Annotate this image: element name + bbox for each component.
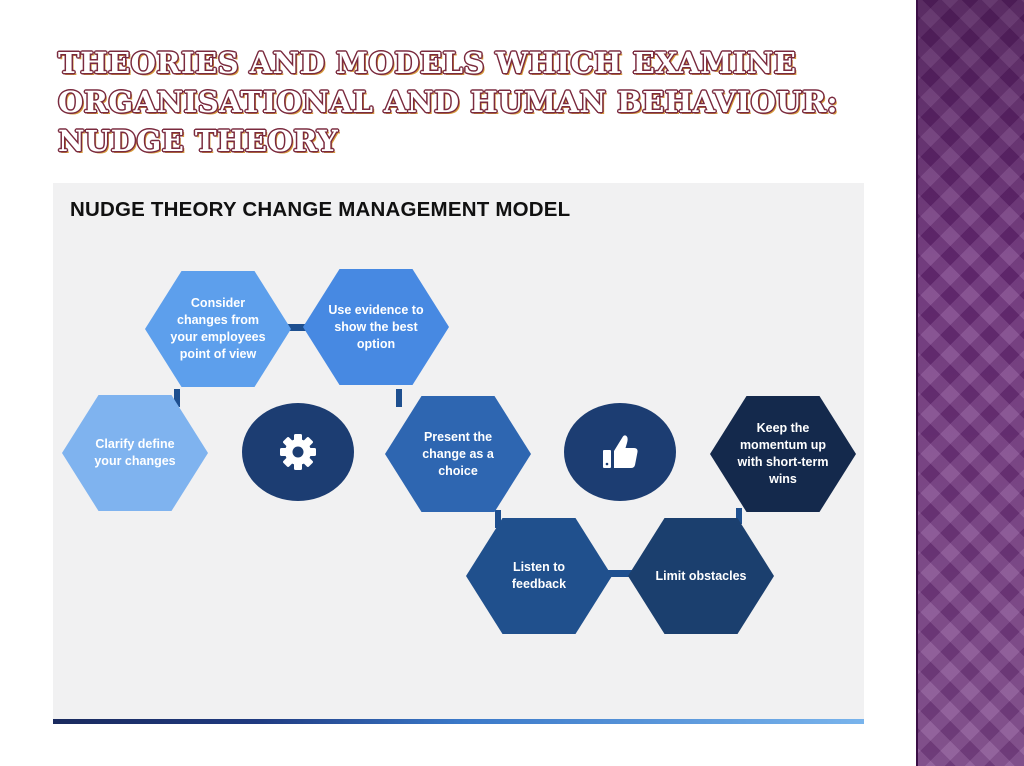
step-label: Consider changes from your employees poi…: [170, 296, 266, 361]
diagram-title: NUDGE THEORY CHANGE MANAGEMENT MODEL: [70, 198, 571, 221]
step-consider-employee-view: Consider changes from your employees poi…: [145, 271, 291, 387]
connector-3-4: [396, 389, 402, 407]
slide-title-line-1: Theories and models which examine: [58, 46, 797, 80]
step-label: Clarify define your changes: [94, 437, 176, 468]
gear-icon: [280, 434, 316, 470]
step-label: Keep the momentum up with short-term win…: [737, 421, 829, 486]
thumbs-up-circle: [564, 403, 676, 501]
slide: Theories and models which examine organi…: [53, 44, 898, 724]
step-label: Use evidence to show the best option: [328, 302, 424, 351]
slide-title: Theories and models which examine organi…: [58, 44, 898, 161]
decorative-side-band: [916, 0, 1024, 766]
step-keep-momentum: Keep the momentum up with short-term win…: [710, 396, 856, 512]
bottom-accent-bar: [53, 719, 864, 724]
step-limit-obstacles: Limit obstacles: [628, 518, 774, 634]
connector-2-3: [287, 324, 309, 331]
step-label: Limit obstacles: [655, 568, 747, 583]
connector-6-7: [736, 508, 742, 524]
step-label: Listen to feedback: [511, 560, 567, 591]
connector-5-6: [607, 570, 637, 577]
step-use-evidence: Use evidence to show the best option: [303, 269, 449, 385]
slide-title-line-2: organisational and human behaviour:: [58, 85, 838, 119]
thumbs-up-icon: [603, 435, 638, 468]
slide-title-line-3: Nudge Theory: [58, 124, 339, 158]
connector-1-2: [174, 389, 180, 407]
step-clarify-define-changes: Clarify define your changes: [62, 395, 208, 511]
nudge-diagram: Clarify define your changes Consider cha…: [53, 183, 864, 720]
step-present-change-as-choice: Present the change as a choice: [385, 396, 531, 512]
step-label: Present the change as a choice: [422, 429, 494, 478]
gear-circle: [242, 403, 354, 501]
step-listen-to-feedback: Listen to feedback: [466, 518, 612, 634]
connector-4-5: [495, 510, 501, 528]
